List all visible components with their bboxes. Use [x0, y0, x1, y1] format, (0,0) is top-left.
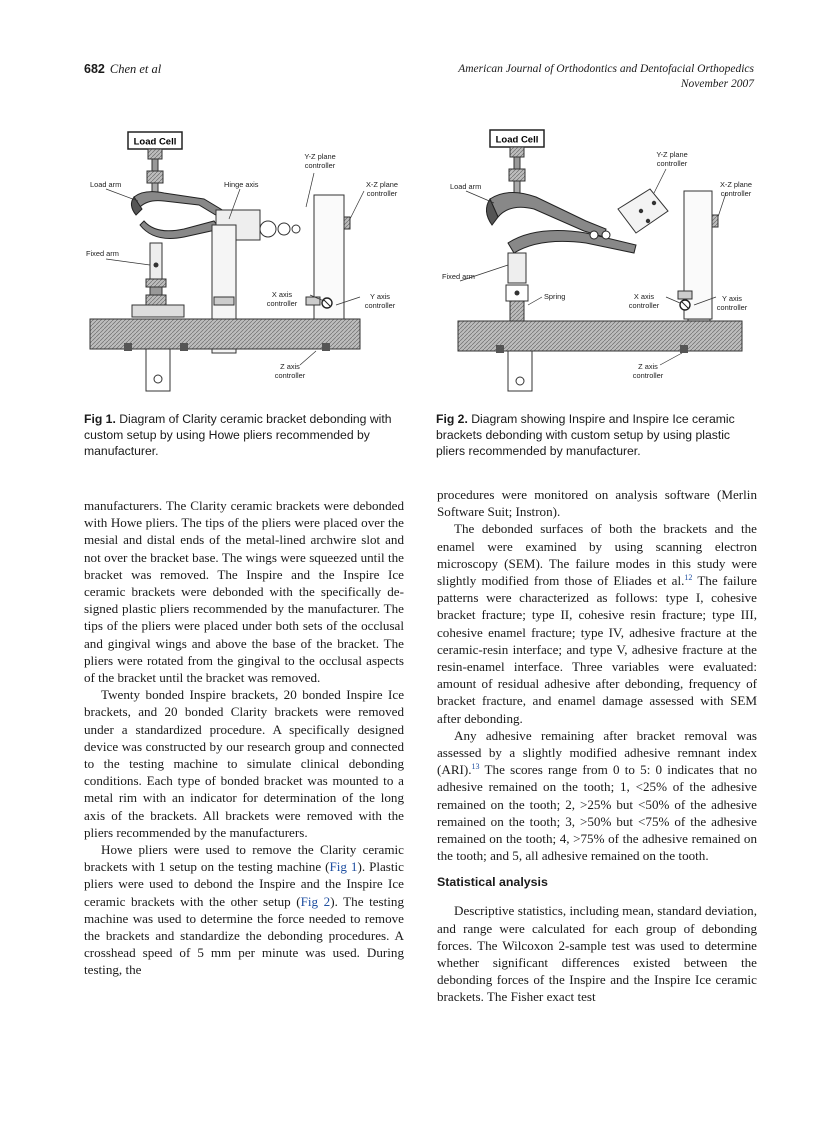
figure-2-caption-label: Fig 2.: [436, 412, 468, 426]
right-column: procedures were monitored on analysis so…: [437, 486, 757, 1006]
yz-plane-label-1: Y-Z plane: [304, 152, 335, 161]
paragraph: Any adhesive remaining after bracket rem…: [437, 727, 757, 865]
paragraph: Twenty bonded Inspire brackets, 20 bonde…: [84, 687, 404, 840]
z-axis-label-1: Z axis: [280, 362, 300, 371]
load-cell-label: Load Cell: [496, 135, 539, 146]
xz-plane-label-2: controller: [721, 189, 752, 198]
paragraph: The debonded surfaces of both the bracke…: [437, 520, 757, 726]
figure-2: Load Cell Load arm Y-Z plane controller: [436, 125, 758, 405]
journal-header: American Journal of Orthodontics and Den…: [394, 62, 754, 91]
left-column: manufacturers. The Clarity ceramic brack…: [84, 497, 404, 979]
z-axis-label-2: controller: [275, 371, 306, 380]
paragraph: Descriptive statistics, including mean, …: [437, 903, 757, 1005]
paragraph-text: ). Plastic pliers were used to debond th…: [84, 859, 404, 909]
x-axis-label-2: controller: [629, 301, 660, 310]
load-arm-label: Load arm: [90, 180, 121, 189]
y-axis-label-2: controller: [365, 301, 396, 310]
spring-label: Spring: [544, 292, 565, 301]
paragraph: manufacturers. The Clarity ceramic brack…: [84, 498, 404, 686]
paragraph: Howe pliers were used to remove the Clar…: [84, 841, 404, 979]
x-axis-label-1: X axis: [634, 292, 654, 301]
figure-1-caption: Fig 1. Diagram of Clarity ceramic bracke…: [84, 411, 406, 459]
hinge-axis-label: Hinge axis: [224, 180, 259, 189]
paragraph: procedures were monitored on analysis so…: [437, 487, 757, 520]
xz-plane-label-2: controller: [367, 189, 398, 198]
figure-1: Load Cell Load arm: [84, 125, 406, 405]
figure-1-reference-link[interactable]: Fig 1: [329, 859, 358, 875]
page-number: 682: [84, 62, 105, 76]
base-plate: [89, 318, 361, 350]
paragraph-text: The failure patterns were characterized …: [437, 573, 757, 726]
fixed-arm-label: Fixed arm: [442, 272, 475, 281]
paragraph-text: The debonded surfaces of both the bracke…: [437, 521, 757, 589]
figure-1-caption-label: Fig 1.: [84, 412, 116, 426]
journal-title: American Journal of Orthodontics and Den…: [458, 63, 754, 75]
base-plate: [457, 320, 743, 352]
paragraph-text: The scores range from 0 to 5: 0 indicate…: [437, 762, 757, 864]
yz-plane-label-1: Y-Z plane: [656, 150, 687, 159]
y-axis-label-2: controller: [717, 303, 748, 312]
figure-2-reference-link[interactable]: Fig 2: [300, 893, 331, 909]
x-axis-label-1: X axis: [272, 290, 292, 299]
load-cell-label: Load Cell: [134, 137, 177, 148]
z-axis-label-1: Z axis: [638, 362, 658, 371]
fixed-arm-label: Fixed arm: [86, 249, 119, 258]
z-axis-label-2: controller: [633, 371, 664, 380]
figure-1-caption-text: Diagram of Clarity ceramic bracket debon…: [84, 412, 392, 458]
citation-12-link[interactable]: 12: [684, 573, 693, 583]
section-heading: Statistical analysis: [437, 875, 548, 890]
figure-2-caption: Fig 2. Diagram showing Inspire and Inspi…: [436, 411, 758, 459]
figure-1-diagram: Load Cell Load arm: [86, 131, 398, 392]
figure-2-diagram: Load Cell Load arm Y-Z plane controller: [442, 129, 752, 392]
xz-plane-label-1: X-Z plane: [366, 180, 398, 189]
yz-plane-label-2: controller: [305, 161, 336, 170]
load-arm-label: Load arm: [450, 182, 481, 191]
running-authors: Chen et al: [109, 62, 162, 76]
citation-13-link[interactable]: 13: [471, 762, 480, 772]
yz-plane-label-2: controller: [657, 159, 688, 168]
y-axis-label-1: Y axis: [370, 292, 390, 301]
page-header-left: 682 Chen et al: [84, 62, 161, 77]
figure-2-caption-text: Diagram showing Inspire and Inspire Ice …: [436, 412, 735, 458]
x-axis-label-2: controller: [267, 299, 298, 308]
paragraph-text: ). The testing machine was used to deter…: [84, 893, 404, 978]
journal-issue-date: November 2007: [680, 77, 754, 90]
paragraph-text: Howe pliers were used to remove the Clar…: [84, 842, 404, 875]
xz-plane-label-1: X-Z plane: [720, 180, 752, 189]
paragraph-text: Any adhesive remaining after bracket rem…: [437, 727, 757, 778]
y-axis-label-1: Y axis: [722, 294, 742, 303]
